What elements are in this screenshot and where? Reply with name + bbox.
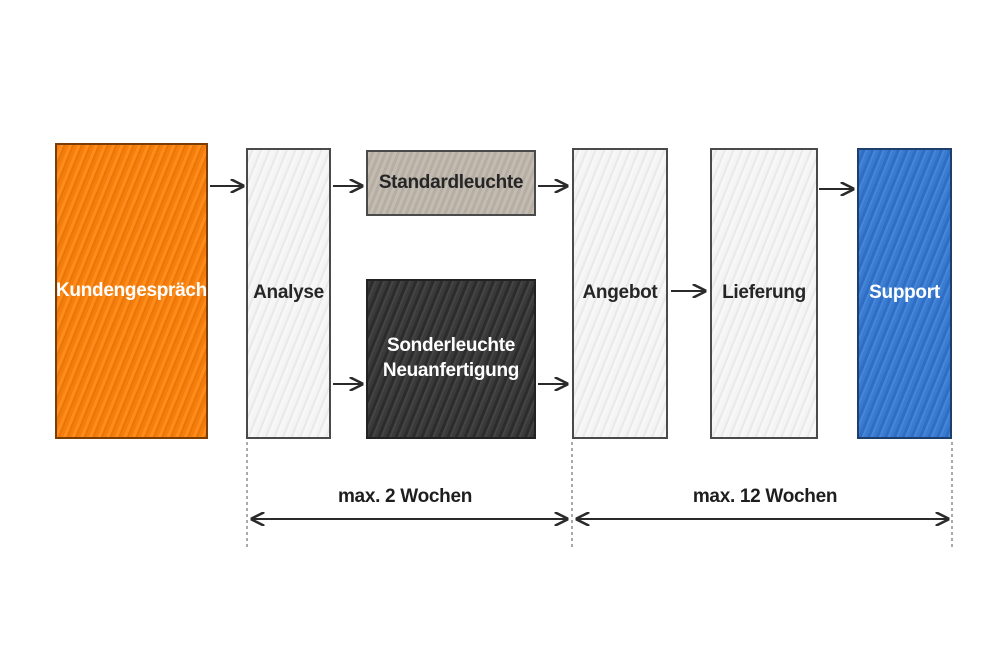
label-analyse: Analyse: [253, 282, 324, 304]
label-support: Support: [869, 282, 940, 304]
duration-label-first: max. 2 Wochen: [337, 486, 473, 507]
label-standardleuchte: Standardleuchte: [378, 171, 524, 193]
label-lieferung: Lieferung: [722, 282, 806, 304]
label-sonderleuchte: Sonderleuchte: [386, 335, 516, 357]
box-kundengespraech: Kundengespräch: [55, 143, 208, 439]
box-analyse: Analyse: [246, 148, 331, 439]
label-kundengespraech: Kundengespräch: [56, 279, 207, 301]
box-support: Support: [857, 148, 952, 439]
label-neuanfertigung: Neuanfertigung: [382, 360, 520, 381]
box-sonderleuchte: Sonderleuchte Neuanfertigung: [366, 279, 536, 439]
box-standardleuchte: Standardleuchte: [366, 150, 536, 216]
label-angebot: Angebot: [582, 282, 658, 304]
duration-label-second: max. 12 Wochen: [692, 486, 838, 507]
box-angebot: Angebot: [572, 148, 668, 439]
box-lieferung: Lieferung: [710, 148, 818, 439]
